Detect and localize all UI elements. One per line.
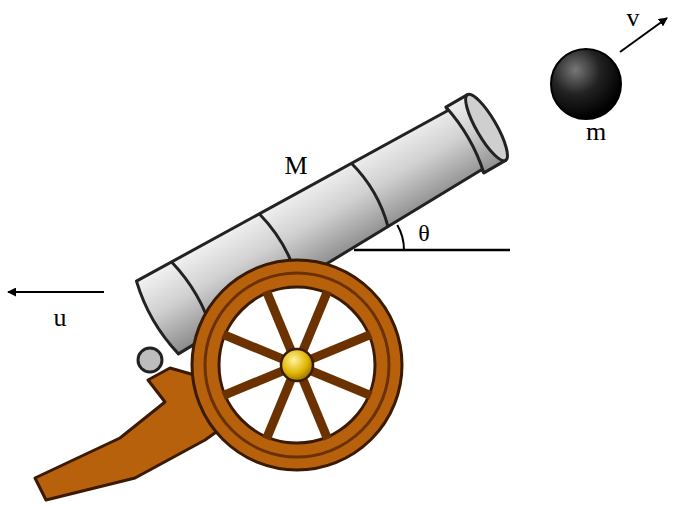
- cannon-ball: [551, 49, 621, 119]
- wheel-inner: [219, 287, 375, 443]
- spoke: [266, 378, 291, 439]
- velocity-label: v: [627, 5, 640, 31]
- barrel-body: [132, 91, 507, 356]
- barrel-ring: [351, 160, 392, 227]
- spoke: [266, 291, 291, 352]
- spoke: [223, 334, 284, 359]
- angle-label: θ: [418, 221, 430, 245]
- spoke: [223, 370, 284, 395]
- wheel-spokes: [223, 291, 371, 439]
- spoke: [302, 378, 327, 439]
- horizontal-reference: [354, 249, 510, 252]
- wheel: [192, 260, 402, 470]
- spoke: [310, 334, 371, 359]
- hub: [281, 349, 313, 381]
- breech-knob: [138, 348, 162, 372]
- angle-arc: [397, 225, 404, 250]
- mass-label: M: [284, 153, 307, 179]
- wheel-rim: [192, 260, 402, 470]
- wheel-rim-groove: [205, 273, 389, 457]
- velocity-label: u: [54, 305, 67, 331]
- recoil-arrow: [8, 291, 104, 293]
- mass-label: m: [586, 119, 606, 145]
- spoke: [310, 370, 371, 395]
- spoke: [302, 291, 327, 352]
- muzzle: [459, 90, 514, 166]
